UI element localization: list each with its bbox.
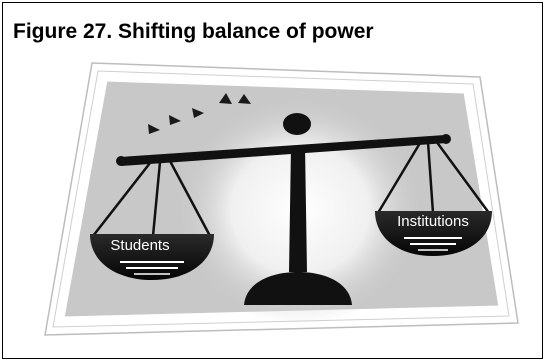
scale-base bbox=[244, 272, 352, 305]
right-beam-end bbox=[441, 134, 451, 144]
left-pan-label: Students bbox=[110, 237, 169, 254]
balance-beam bbox=[120, 135, 447, 166]
left-beam-end bbox=[116, 156, 126, 166]
arrow-marker bbox=[238, 94, 251, 104]
shift-arrows bbox=[148, 93, 251, 134]
arrow-marker bbox=[192, 108, 204, 118]
arrow-marker bbox=[148, 124, 160, 134]
right-pan-label: Institutions bbox=[397, 213, 469, 230]
left-pan: Students bbox=[90, 234, 214, 280]
left-pan-strings bbox=[92, 160, 212, 237]
scale-post bbox=[289, 146, 307, 272]
right-pan-strings bbox=[376, 140, 491, 214]
arrow-marker bbox=[169, 115, 181, 125]
pivot-knob bbox=[283, 113, 311, 135]
figure-title: Figure 27. Shifting balance of power bbox=[13, 20, 374, 43]
right-pan: Institutions bbox=[375, 211, 492, 256]
arrow-marker bbox=[219, 93, 232, 104]
